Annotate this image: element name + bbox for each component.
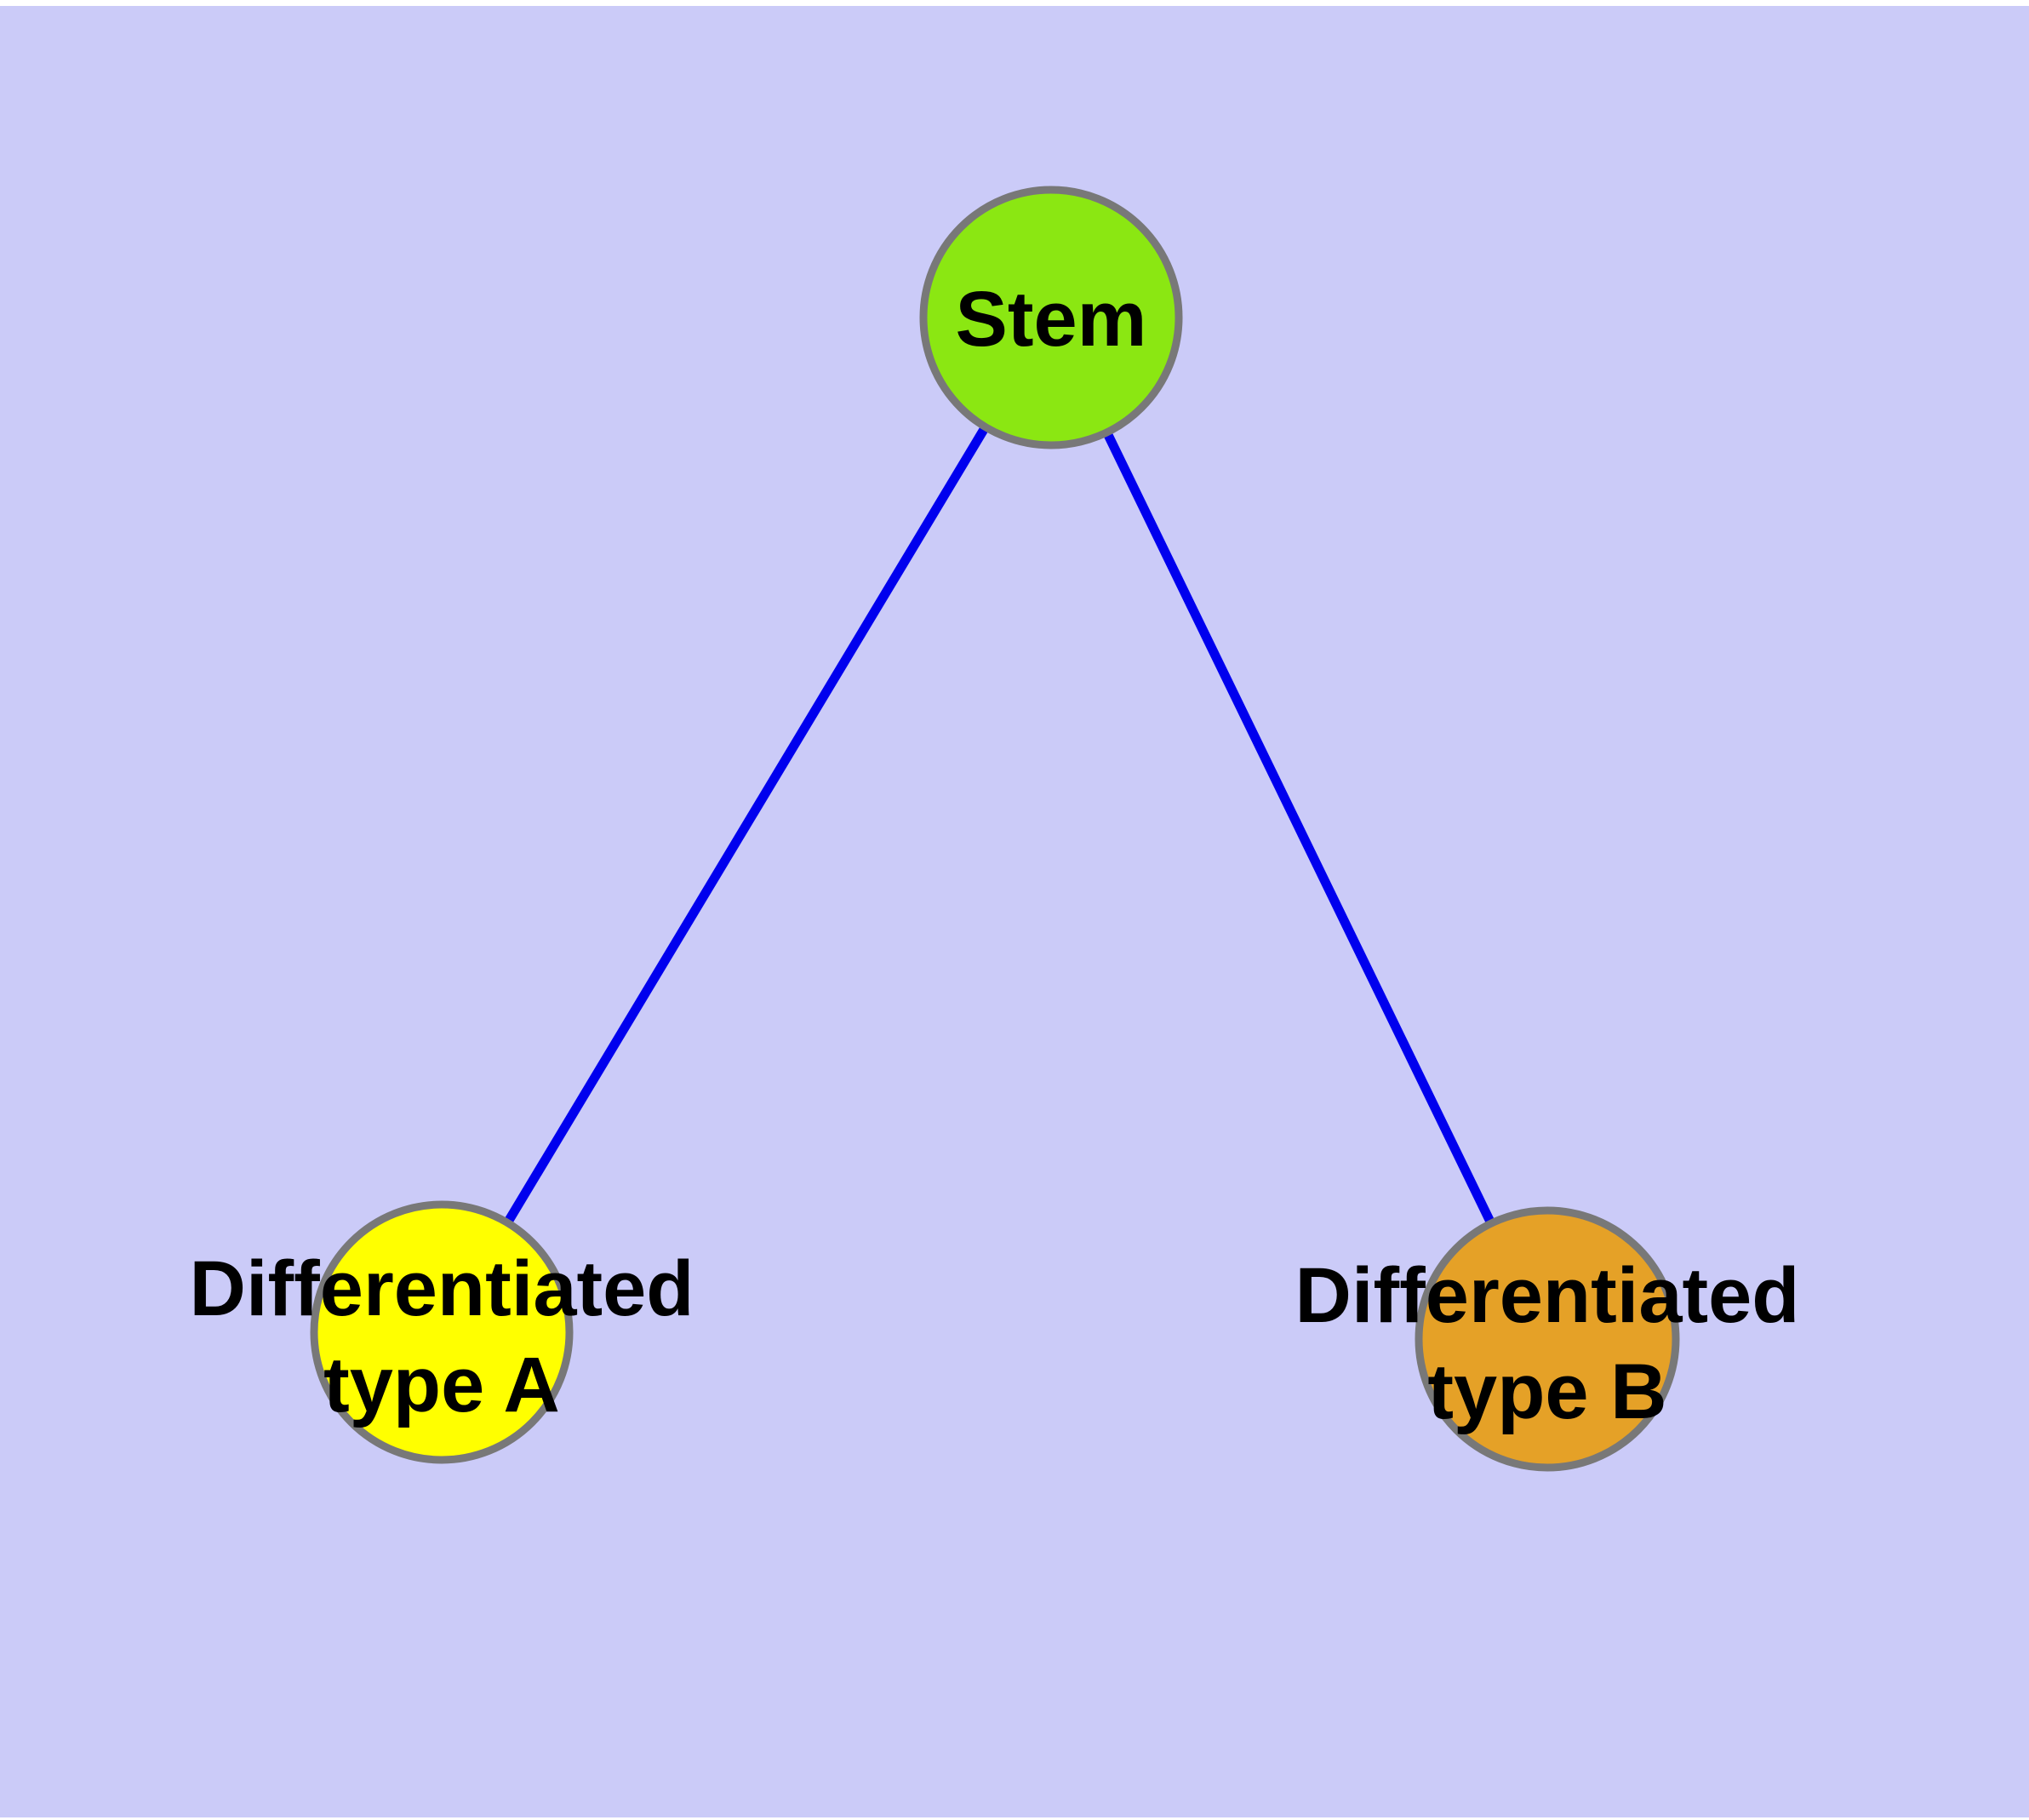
node-stem-label: Stem (956, 276, 1147, 363)
edge-stem-to-type-b (1047, 315, 1552, 1342)
node-type-a-label-line2: type A (323, 1342, 560, 1428)
node-type-b-label-line2: type B (1427, 1348, 1666, 1435)
node-type-b-label-line1: Differentiated (1295, 1252, 1800, 1339)
node-stem (919, 186, 1183, 449)
node-differentiated-type-b (1415, 1206, 1680, 1472)
edge-stem-to-type-a (437, 315, 1055, 1335)
node-differentiated-type-a (310, 1200, 574, 1464)
node-type-a-label-line1: Differentiated (190, 1245, 694, 1332)
